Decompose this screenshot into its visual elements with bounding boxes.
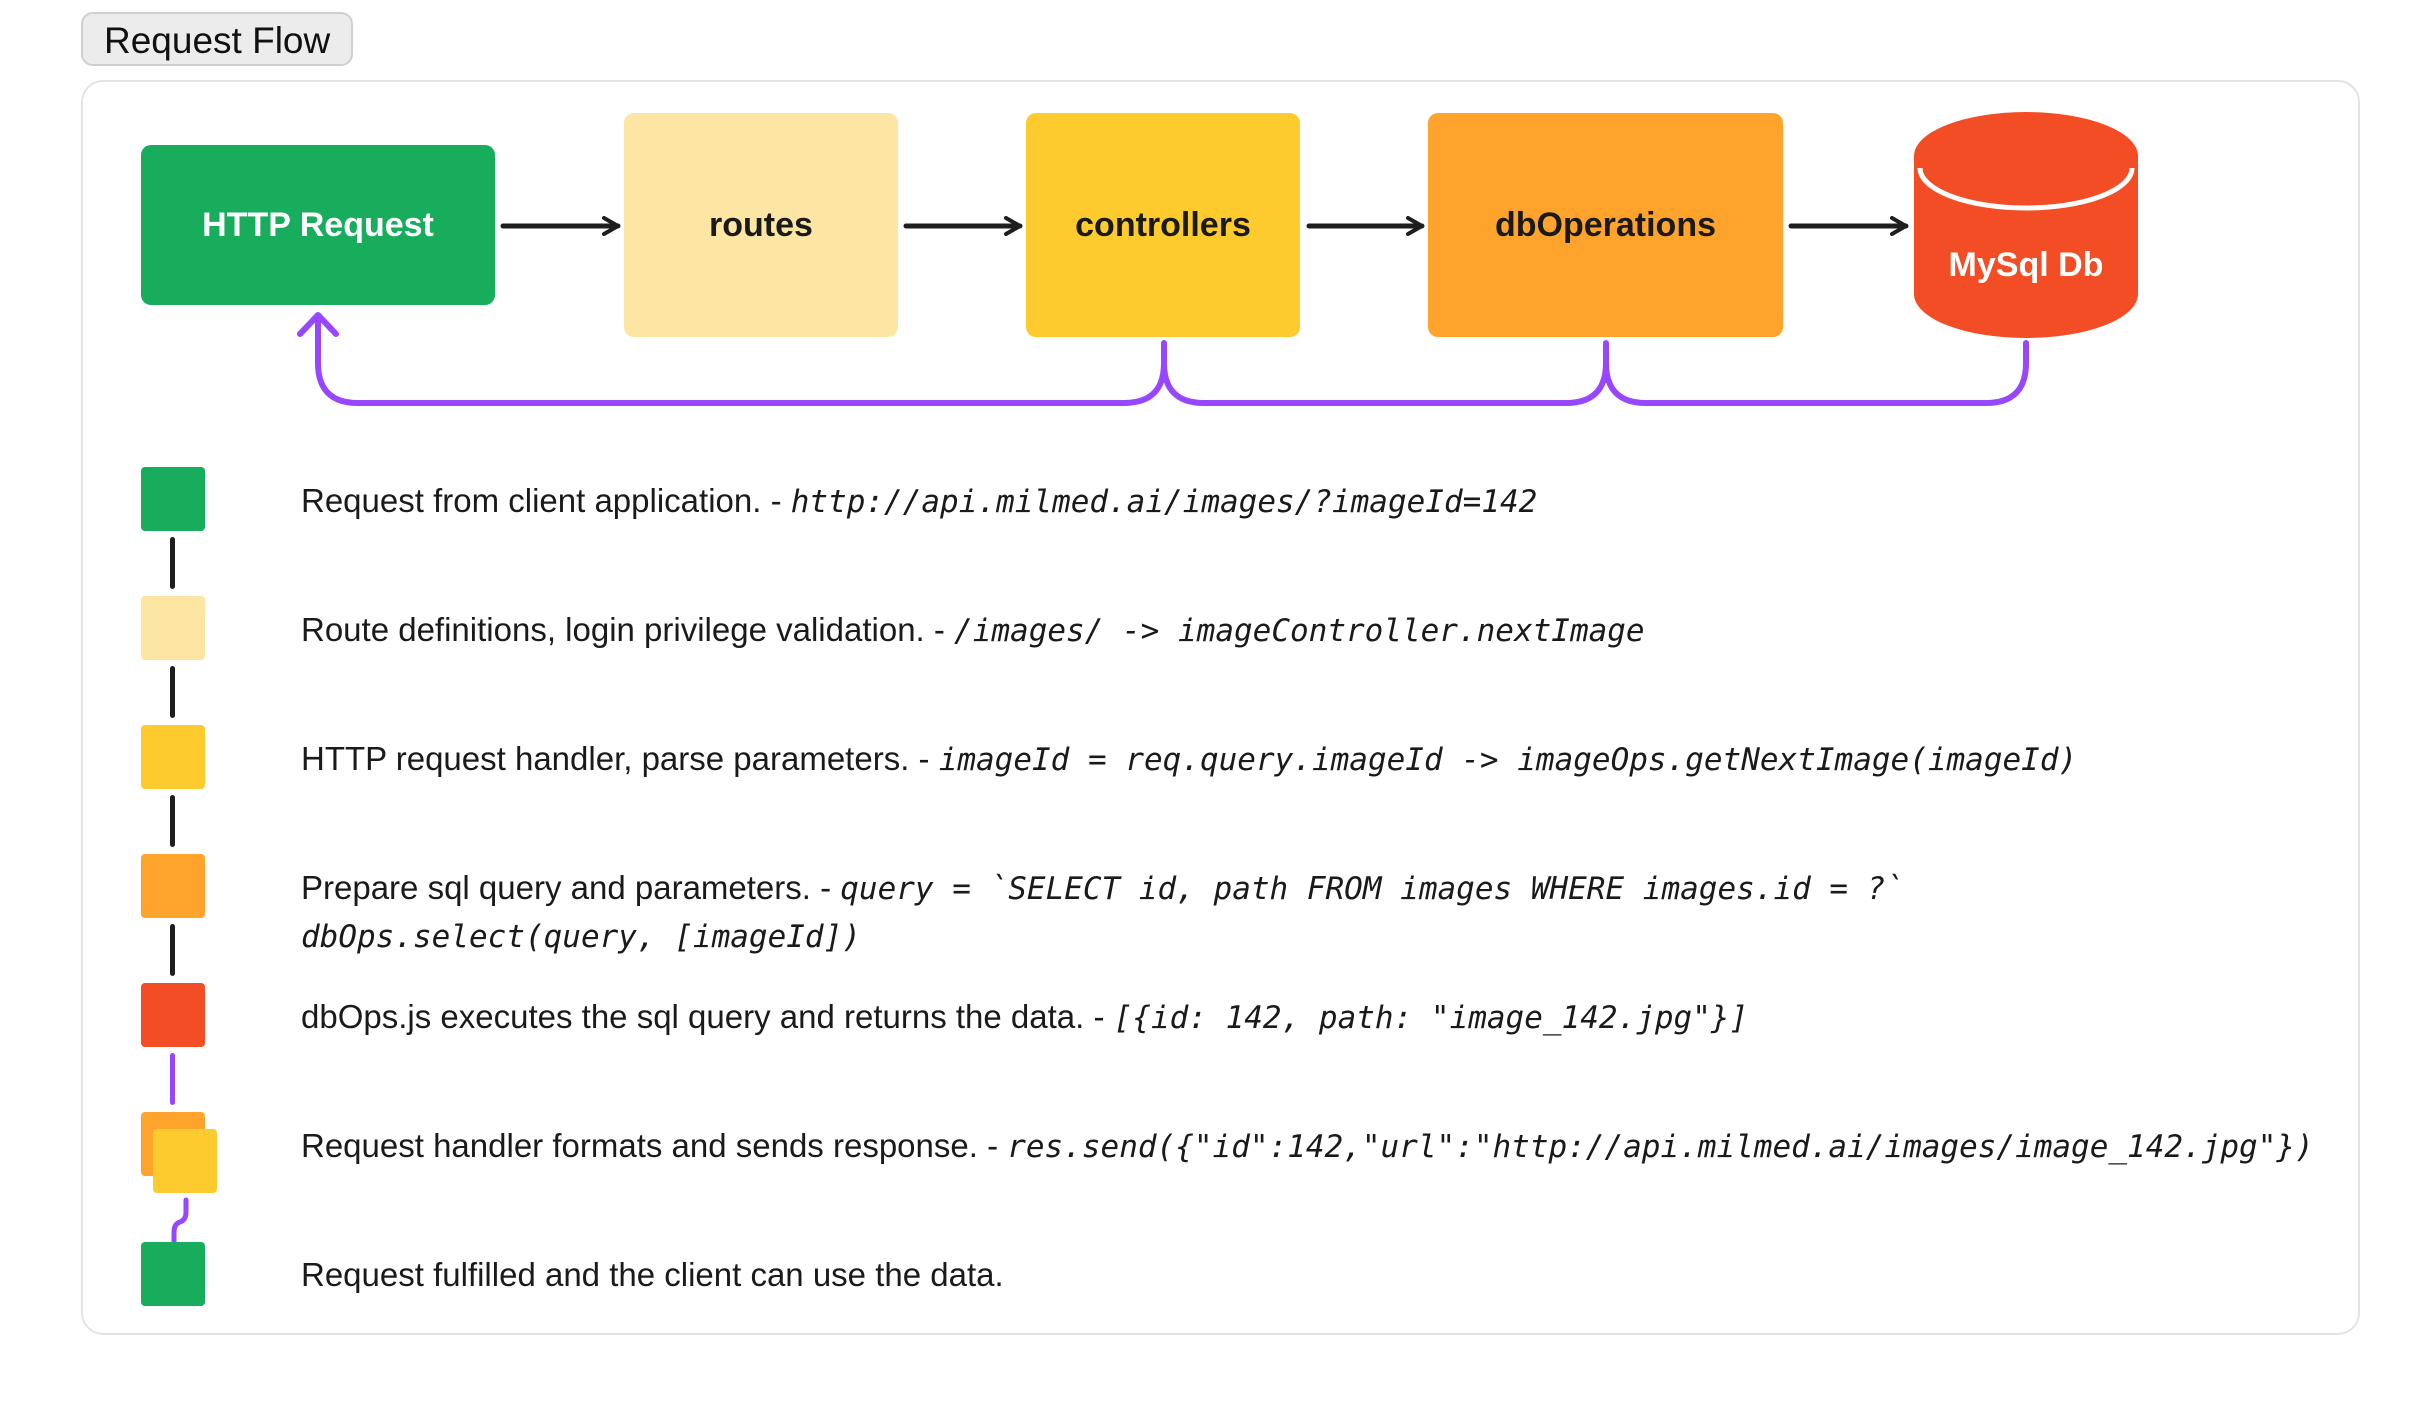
- step-2-swatch: [141, 596, 205, 660]
- step-7-description: Request fulfilled and the client can use…: [301, 1256, 1004, 1293]
- step-6-swatch-front: [153, 1129, 217, 1193]
- step-5-description: dbOps.js executes the sql query and retu…: [301, 998, 1749, 1036]
- step-4-swatch: [141, 854, 205, 918]
- return-arrowhead: [297, 312, 339, 337]
- step-connector: [170, 795, 175, 847]
- step-7-swatch: [141, 1242, 205, 1306]
- database-icon: [1914, 112, 2138, 338]
- step-4-description: Prepare sql query and parameters. - quer…: [301, 869, 1905, 955]
- node-routes-label: routes: [709, 205, 813, 244]
- step-connector: [170, 537, 175, 589]
- squiggle-connector: [171, 1197, 189, 1245]
- step-3-swatch: [141, 725, 205, 789]
- node-controllers: controllers: [1026, 113, 1300, 337]
- node-http-request-label: HTTP Request: [202, 205, 434, 244]
- step-6-description: Request handler formats and sends respon…: [301, 1127, 2314, 1165]
- step-connector: [170, 666, 175, 718]
- step-1-swatch: [141, 467, 205, 531]
- node-db-operations: dbOperations: [1428, 113, 1783, 337]
- node-routes: routes: [624, 113, 898, 337]
- step-5-swatch: [141, 983, 205, 1047]
- node-http-request: HTTP Request: [141, 145, 495, 305]
- step-connector-purple: [170, 1053, 175, 1105]
- return-line: [315, 313, 2029, 406]
- frame-title: Request Flow: [81, 12, 354, 66]
- node-db-operations-label: dbOperations: [1494, 205, 1717, 244]
- step-2-description: Route definitions, login privilege valid…: [301, 611, 1645, 649]
- step-1-description: Request from client application. - http:…: [301, 482, 1538, 520]
- return-path: [297, 312, 2029, 406]
- node-mysql-db-label: MySql Db: [1948, 245, 2104, 284]
- node-mysql-db: MySql Db: [1912, 235, 2140, 295]
- step-3-description: HTTP request handler, parse parameters. …: [301, 740, 2078, 778]
- step-connector: [170, 924, 175, 976]
- node-controllers-label: controllers: [1075, 205, 1251, 244]
